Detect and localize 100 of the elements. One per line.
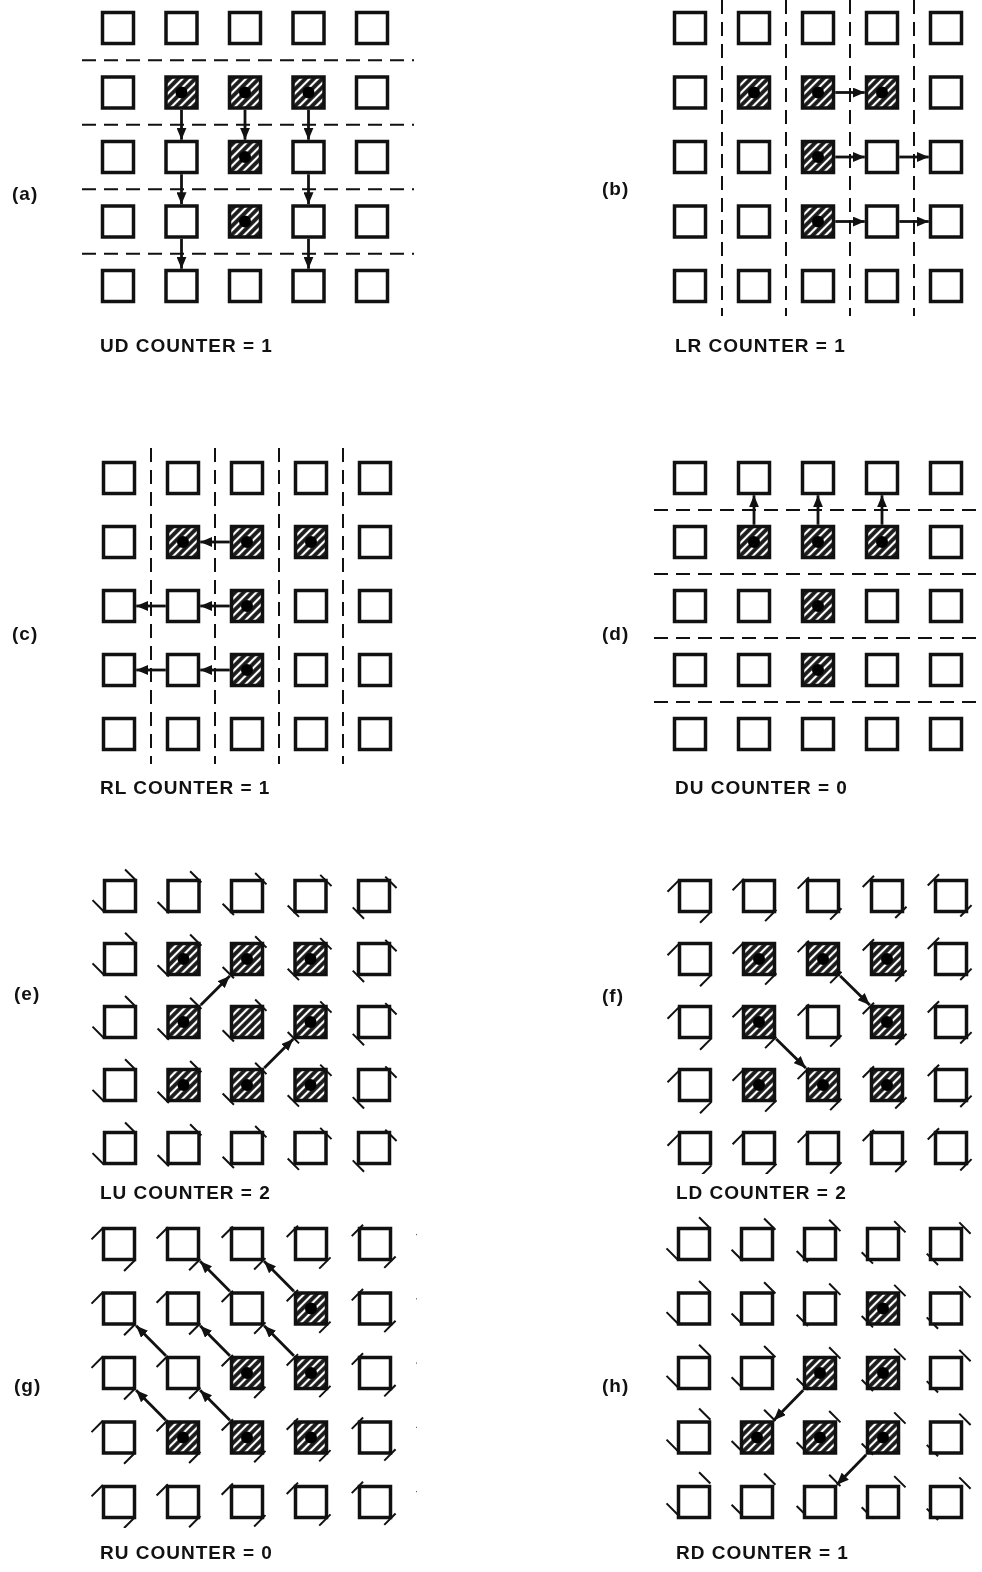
square — [736, 460, 772, 496]
square — [933, 1130, 969, 1166]
square — [354, 204, 390, 239]
square — [293, 652, 329, 688]
square — [736, 652, 772, 688]
square — [928, 1226, 964, 1262]
square — [229, 1291, 265, 1326]
square — [672, 652, 708, 688]
square — [928, 1420, 964, 1455]
square — [736, 716, 772, 752]
square — [736, 10, 772, 46]
arrow — [749, 495, 759, 525]
counter-label: LD COUNTER = 2 — [676, 1183, 847, 1202]
arrow — [835, 1453, 868, 1486]
square — [741, 1130, 777, 1166]
square — [928, 716, 964, 752]
square — [101, 1291, 137, 1326]
square — [102, 941, 138, 977]
square — [101, 1420, 137, 1455]
arrow — [199, 975, 231, 1006]
hatched-square — [229, 1004, 265, 1040]
square — [356, 1130, 392, 1166]
square — [933, 1067, 969, 1103]
square — [928, 268, 964, 304]
square — [677, 941, 713, 977]
square — [800, 716, 836, 752]
square — [229, 878, 265, 914]
square — [805, 1130, 841, 1166]
arrow — [303, 174, 314, 205]
square — [102, 1130, 138, 1166]
square — [100, 10, 136, 46]
square — [864, 716, 900, 752]
square — [736, 268, 772, 304]
square — [229, 460, 265, 496]
arrow — [176, 109, 187, 140]
counter-label: LR COUNTER = 1 — [675, 336, 846, 355]
square — [928, 204, 964, 239]
square — [357, 460, 393, 496]
square — [672, 75, 708, 110]
square — [800, 460, 836, 496]
square — [739, 1355, 775, 1391]
square — [802, 1226, 838, 1262]
square — [676, 1355, 712, 1391]
panel-label: (a) — [12, 184, 39, 203]
square — [928, 75, 964, 110]
square — [676, 1484, 712, 1520]
square — [357, 1355, 393, 1391]
arrow — [303, 238, 314, 269]
square — [357, 588, 393, 624]
square — [227, 268, 263, 304]
square — [736, 204, 772, 239]
square — [164, 204, 199, 239]
square — [676, 1291, 712, 1326]
square — [672, 139, 708, 175]
panel-label: (c) — [12, 624, 39, 643]
square — [165, 1484, 201, 1520]
square — [928, 652, 964, 688]
square — [802, 1484, 838, 1520]
panel-label: (f) — [602, 986, 624, 1005]
square — [101, 460, 137, 496]
square — [101, 1484, 137, 1520]
square — [676, 1226, 712, 1262]
square — [164, 139, 199, 175]
square — [102, 878, 138, 914]
square — [865, 1226, 901, 1262]
square — [357, 1291, 393, 1326]
square — [864, 10, 900, 46]
square — [229, 1484, 265, 1520]
square — [291, 268, 326, 304]
square — [356, 1067, 392, 1103]
square — [165, 716, 201, 752]
arrow — [200, 537, 230, 547]
square — [864, 139, 900, 175]
square — [101, 652, 137, 688]
square — [165, 1355, 201, 1391]
arrow — [135, 1389, 167, 1422]
square — [739, 1484, 775, 1520]
arrow — [775, 1038, 807, 1069]
square — [354, 139, 390, 175]
arrow — [176, 174, 187, 205]
square — [356, 941, 392, 977]
square — [357, 524, 393, 560]
square — [672, 268, 708, 304]
square — [354, 268, 390, 304]
arrow — [899, 152, 929, 162]
panel-label: (h) — [602, 1376, 630, 1395]
panel-label: (e) — [14, 984, 41, 1003]
panel-label: (b) — [602, 179, 630, 198]
arrow — [835, 87, 865, 98]
square — [293, 716, 329, 752]
square — [933, 878, 969, 914]
square — [928, 460, 964, 496]
square — [164, 10, 199, 46]
square — [100, 75, 136, 110]
square — [291, 10, 326, 46]
square — [357, 1484, 393, 1520]
arrow — [200, 601, 230, 611]
square — [356, 1004, 392, 1040]
square — [672, 524, 708, 560]
square — [291, 139, 326, 175]
